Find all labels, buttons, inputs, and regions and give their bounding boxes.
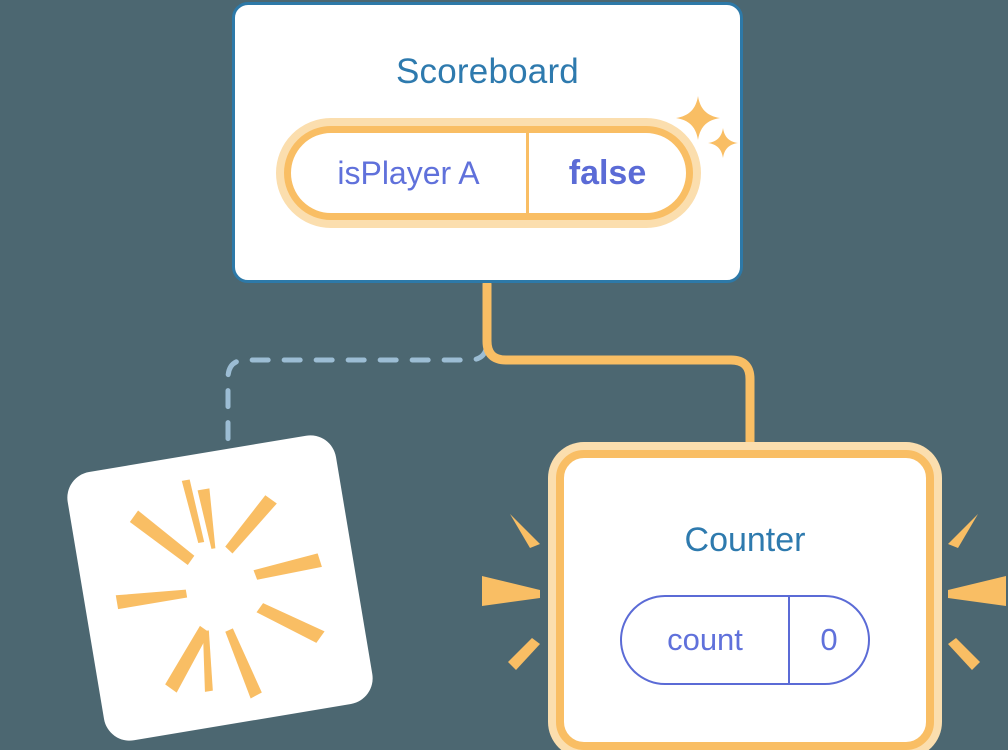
counter-state-pill[interactable]: count 0 bbox=[620, 595, 870, 685]
counter-pill-value: 0 bbox=[820, 622, 838, 657]
sparkle-small-icon bbox=[708, 128, 738, 158]
counter-card[interactable]: Counter count 0 bbox=[556, 450, 934, 750]
placeholder-burst-card[interactable] bbox=[63, 431, 377, 745]
counter-burst-rays-right bbox=[948, 514, 1006, 670]
counter-pill-key: count bbox=[622, 597, 790, 683]
sparkle-large-icon bbox=[676, 96, 720, 140]
scoreboard-state-pill[interactable]: isPlayer A false bbox=[276, 118, 701, 228]
burst-rays-icon bbox=[115, 479, 325, 699]
counter-title: Counter bbox=[684, 521, 806, 559]
counter-burst-rays-left bbox=[482, 514, 540, 670]
scoreboard-pill-value: false bbox=[568, 153, 647, 192]
scoreboard-pill-key: isPlayer A bbox=[291, 133, 529, 213]
scoreboard-title: Scoreboard bbox=[396, 52, 579, 91]
sparkle-group bbox=[676, 96, 738, 164]
scoreboard-pill-body[interactable]: isPlayer A false bbox=[284, 126, 693, 220]
connector-scoreboard-to-counter bbox=[482, 279, 755, 467]
scoreboard-pill-halo bbox=[276, 118, 701, 228]
